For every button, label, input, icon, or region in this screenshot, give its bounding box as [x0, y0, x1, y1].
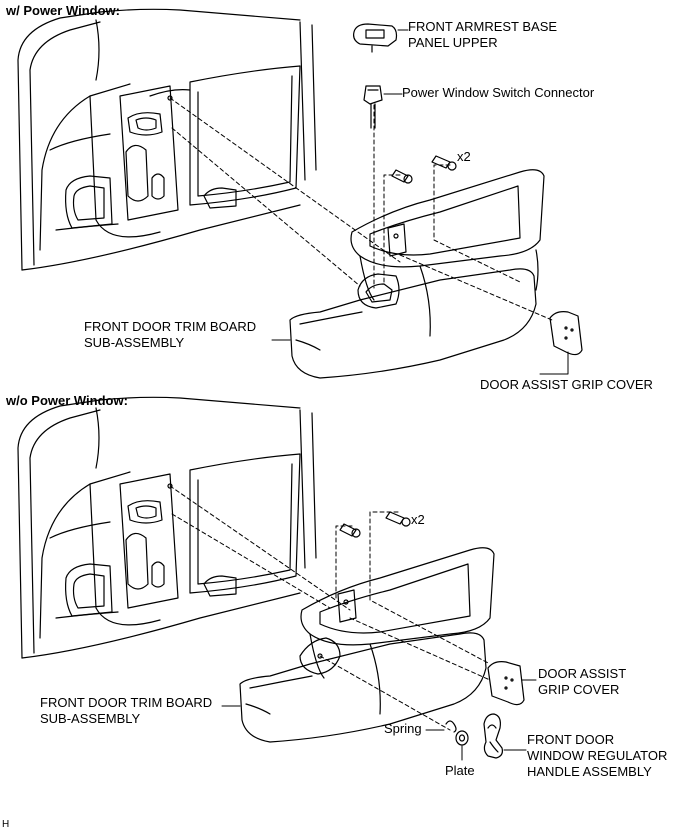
label-grip-bottom-line2: GRIP COVER — [538, 682, 620, 697]
callout-lines-top — [271, 29, 569, 375]
label-x2-top: x2 — [457, 149, 471, 164]
front-door-trim-board-top-part — [289, 169, 545, 379]
label-handle-line1: FRONT DOOR — [527, 732, 615, 747]
section-header-with-power-window: w/ Power Window: — [6, 3, 120, 18]
window-regulator-handle-part — [483, 713, 503, 759]
door-assist-grip-cover-top-part — [549, 311, 583, 356]
label-trim-top-line1: FRONT DOOR TRIM BOARD — [84, 319, 257, 334]
label-trim-bottom-line2: SUB-ASSEMBLY — [40, 711, 141, 726]
door-frame-top — [17, 8, 317, 271]
label-handle-line2: WINDOW REGULATOR — [527, 748, 668, 763]
label-spring: Spring — [384, 721, 422, 736]
leader-lines-bottom — [169, 485, 491, 731]
front-door-trim-board-bottom-part — [239, 547, 495, 743]
label-armrest-line2: PANEL UPPER — [408, 35, 498, 50]
spring-part — [445, 720, 457, 733]
label-trim-bottom-line1: FRONT DOOR TRIM BOARD — [40, 695, 213, 710]
screws-top — [391, 155, 457, 184]
label-grip-bottom-line1: DOOR ASSIST — [538, 666, 627, 681]
label-armrest-line1: FRONT ARMREST BASE — [408, 19, 558, 34]
label-power-window-switch-connector: Power Window Switch Connector — [402, 85, 595, 100]
screws-bottom — [339, 511, 411, 538]
label-door-assist-grip-cover-top: DOOR ASSIST GRIP COVER — [480, 377, 653, 392]
label-handle-line3: HANDLE ASSEMBLY — [527, 764, 652, 779]
door-frame-bottom — [17, 396, 317, 659]
section-header-without-power-window: w/o Power Window: — [6, 393, 128, 408]
label-trim-top-line2: SUB-ASSEMBLY — [84, 335, 185, 350]
plate-part — [455, 730, 469, 746]
label-plate: Plate — [445, 763, 475, 778]
door-assist-grip-cover-bottom-part — [487, 661, 525, 706]
power-window-switch-connector-part — [363, 85, 383, 129]
callout-lines-bottom — [221, 679, 537, 761]
label-x2-bottom: x2 — [411, 512, 425, 527]
leader-lines-top — [169, 97, 553, 321]
corner-mark: H — [2, 819, 10, 830]
armrest-base-panel-upper-part — [353, 23, 398, 53]
